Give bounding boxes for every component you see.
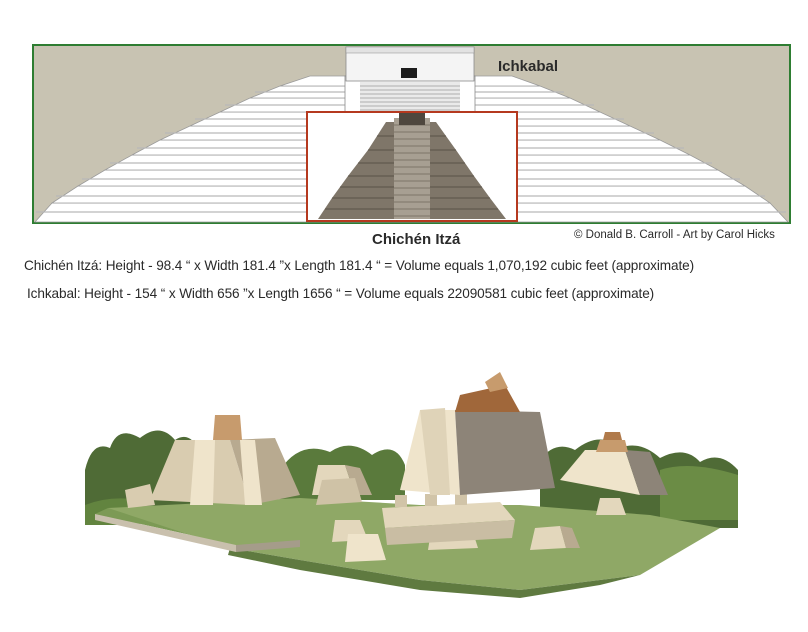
pyramid-comparison-diagram	[32, 44, 791, 224]
ichkabal-label: Ichkabal	[498, 58, 559, 75]
central-palace	[382, 493, 515, 545]
ichkabal-dimensions: Ichkabal: Height - 154 “ x Width 656 ”x …	[27, 286, 655, 301]
chichen-itza-inset	[306, 111, 518, 222]
right-pyramid	[560, 432, 668, 495]
artist-credit: © Donald B. Carroll - Art by Carol Hicks	[574, 229, 775, 241]
chichen-highlight-box	[306, 111, 518, 222]
chichen-itza-label: Chichén Itzá	[372, 231, 461, 248]
ichkabal-reconstruction-illustration	[85, 372, 738, 598]
left-pyramid	[125, 415, 300, 508]
chichen-itza-dimensions: Chichén Itzá: Height - 98.4 “ x Width 18…	[24, 258, 695, 273]
temple-doorway	[401, 68, 417, 78]
platforms	[95, 498, 720, 598]
ichkabal-temple	[345, 46, 475, 82]
central-pyramid	[400, 372, 555, 495]
